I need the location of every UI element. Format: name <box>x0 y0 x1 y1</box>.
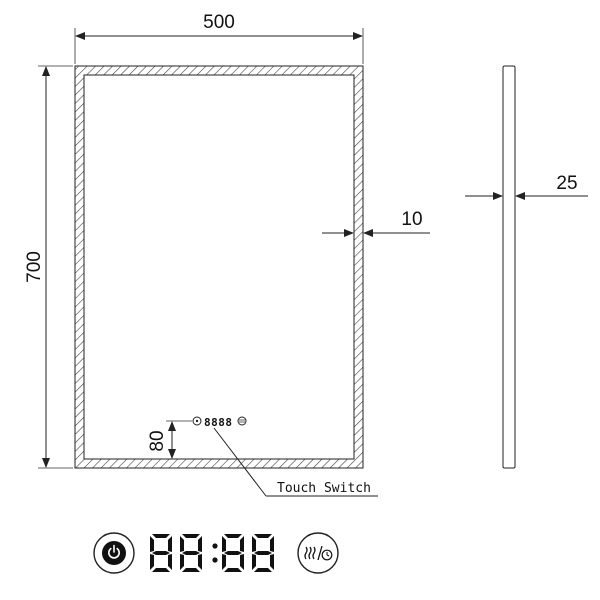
side-profile <box>502 65 516 469</box>
touch-switch-label: Touch Switch <box>277 481 371 496</box>
clock-colon-dot <box>212 543 218 549</box>
panel-offset-dimension: 80 <box>147 420 192 459</box>
defog-timer-icon <box>304 545 333 561</box>
clock-segment-a <box>182 534 200 538</box>
mirror-frame <box>74 65 364 469</box>
clock-digit-2 <box>222 534 244 572</box>
clock-segment-a <box>254 534 272 538</box>
clock-segment-d <box>152 568 170 572</box>
clock-segment-f <box>252 536 256 552</box>
clock-segment-f <box>150 536 154 552</box>
height-label: 700 <box>24 251 45 283</box>
clock-segment-g <box>254 551 272 555</box>
clock-segment-c <box>198 554 202 570</box>
clock-segment-f <box>180 536 184 552</box>
clock-segment-e <box>222 554 226 570</box>
mirror-side-view: 25 <box>465 65 588 469</box>
clock-segment-e <box>180 554 184 570</box>
clock-segment-f <box>222 536 226 552</box>
border-label: 10 <box>401 209 422 230</box>
clock-segment-b <box>198 536 202 552</box>
panel-offset-label: 80 <box>147 430 168 451</box>
depth-label: 25 <box>556 173 577 194</box>
clock-segment-e <box>252 554 256 570</box>
clock-segment-a <box>224 534 242 538</box>
clock-digit-0 <box>150 534 172 572</box>
width-label: 500 <box>203 12 235 33</box>
mini-touch-panel: 8888 <box>192 416 247 429</box>
touch-switch-callout: Touch Switch <box>213 427 378 497</box>
clock-segment-g <box>182 551 200 555</box>
clock-segment-c <box>240 554 244 570</box>
power-button[interactable] <box>93 532 135 574</box>
clock-segment-c <box>270 554 274 570</box>
clock-colon-dot <box>212 557 218 563</box>
clock-segment-b <box>240 536 244 552</box>
clock-segment-g <box>224 551 242 555</box>
clock-display <box>150 534 274 572</box>
clock-digit-1 <box>180 534 202 572</box>
defog-timer-button[interactable] <box>297 532 339 574</box>
clock-digit-3 <box>252 534 274 572</box>
clock-segment-g <box>152 551 170 555</box>
border-dimension: 10 <box>322 209 430 237</box>
mirror-front-view <box>74 65 364 469</box>
clock-segment-e <box>150 554 154 570</box>
clock-segment-b <box>168 536 172 552</box>
height-dimension: 700 <box>24 65 73 469</box>
clock-segment-d <box>224 568 242 572</box>
clock-segment-b <box>270 536 274 552</box>
mini-defog-icon <box>237 416 247 426</box>
clock-segment-d <box>254 568 272 572</box>
clock-segment-a <box>152 534 170 538</box>
power-icon <box>108 547 120 559</box>
mini-power-icon <box>192 416 202 426</box>
width-dimension: 500 <box>74 12 364 64</box>
clock-segment-c <box>168 554 172 570</box>
mini-digit-display: 8888 <box>204 416 233 429</box>
clock-segment-d <box>182 568 200 572</box>
control-panel <box>93 532 339 574</box>
